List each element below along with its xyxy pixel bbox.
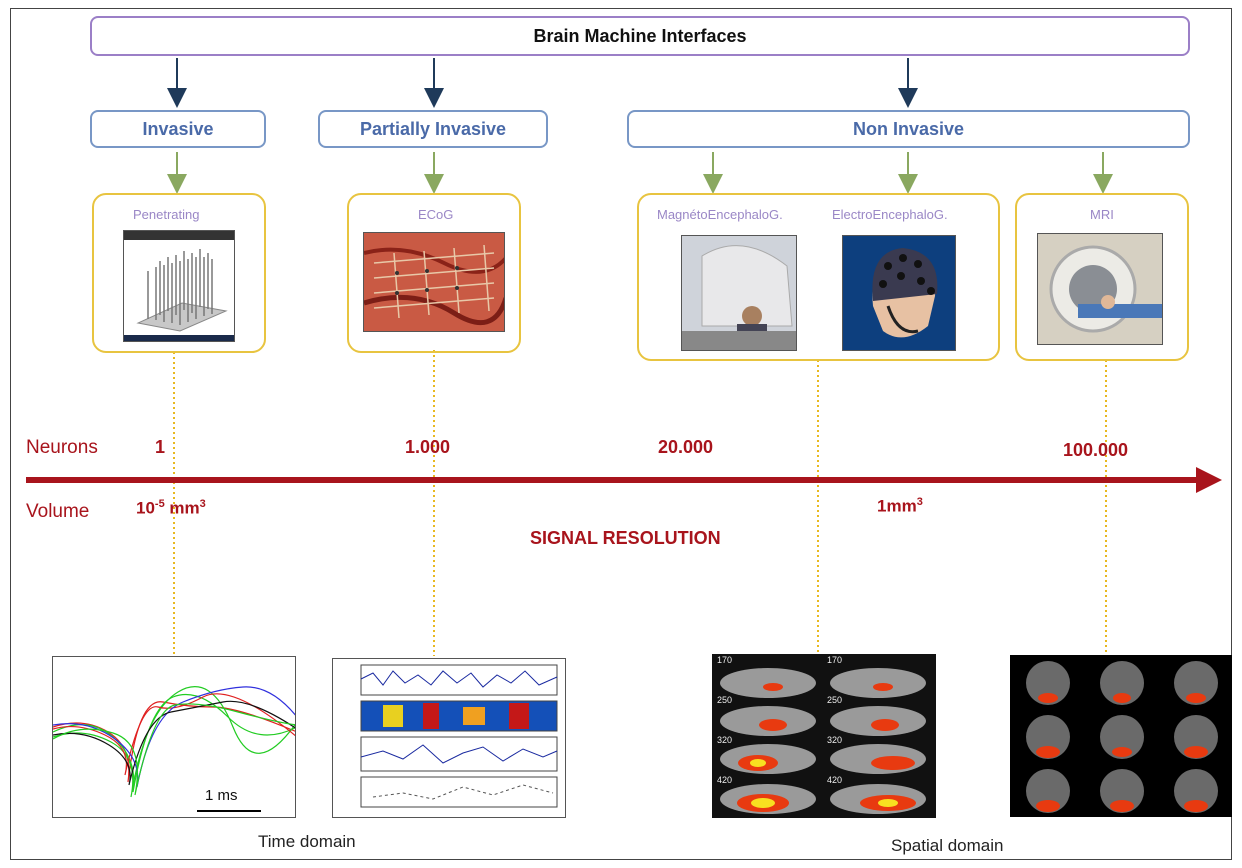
diagram-title: Brain Machine Interfaces: [90, 16, 1190, 56]
slice-label-6: 320: [827, 735, 843, 745]
mri-scanner-image: [1037, 233, 1163, 345]
technique-meg-eeg: [637, 193, 1000, 361]
label-mri: MRI: [1090, 207, 1114, 222]
category-partially-invasive: Partially Invasive: [318, 110, 548, 148]
neurons-label: Neurons: [26, 437, 98, 458]
penetrating-array-image: [123, 230, 235, 342]
scale-bar-label: 1 ms: [205, 787, 238, 804]
slice-label-7: 420: [717, 775, 733, 785]
label-meg: MagnétoEncephaloG.: [657, 207, 783, 222]
brain-surface-maps: [720, 668, 926, 814]
utah-array-icon: [124, 231, 234, 341]
technique-mri: [1015, 193, 1189, 361]
technique-ecog: [347, 193, 521, 353]
meg-scanner-image: [681, 235, 797, 351]
eeg-cap-icon: [843, 236, 955, 350]
caption-time-domain: Time domain: [258, 832, 356, 851]
neurons-value-100000: 100.000: [1063, 440, 1129, 460]
label-ecog: ECoG: [418, 207, 454, 222]
ecog-grid-icon: [364, 233, 504, 331]
ecog-grid-image: [363, 232, 505, 332]
slice-label-5: 320: [717, 735, 733, 745]
label-penetrating: Penetrating: [133, 207, 200, 222]
volume-value-small: 10-5 mm3: [136, 498, 206, 518]
slice-label-3: 250: [717, 695, 733, 705]
neurons-value-20000: 20.000: [658, 437, 714, 457]
meg-spatial-maps: 170 170 250 250 320 320 420 420: [712, 654, 936, 818]
slice-label-1: 170: [717, 655, 733, 665]
volume-label: Volume: [26, 501, 90, 522]
ecog-time-series-plot: [332, 658, 566, 818]
slice-label-8: 420: [827, 775, 843, 785]
technique-penetrating: [92, 193, 266, 353]
signal-resolution-title: SIGNAL RESOLUTION: [530, 528, 721, 548]
ecog-panels: [360, 664, 558, 808]
label-eeg: ElectroEncephaloG.: [832, 207, 948, 222]
figure-frame: [10, 8, 1232, 860]
meg-scanner-icon: [682, 236, 796, 350]
caption-spatial-domain: Spatial domain: [891, 836, 1004, 855]
slice-label-2: 170: [827, 655, 843, 665]
spike-waveform-plot: [52, 656, 296, 818]
resolution-axis-head: [1196, 467, 1222, 493]
spike-waveforms: [53, 686, 295, 812]
slice-label-4: 250: [827, 695, 843, 705]
category-non-invasive: Non Invasive: [627, 110, 1190, 148]
neurons-value-1: 1: [155, 437, 166, 457]
volume-value-large: 1mm3: [877, 496, 923, 516]
neurons-value-1000: 1.000: [405, 437, 451, 457]
mri-slices-grid: [1010, 655, 1232, 817]
category-invasive: Invasive: [90, 110, 266, 148]
mri-slices: [1026, 661, 1218, 813]
mri-scanner-icon: [1038, 234, 1162, 344]
eeg-cap-image: [842, 235, 956, 351]
